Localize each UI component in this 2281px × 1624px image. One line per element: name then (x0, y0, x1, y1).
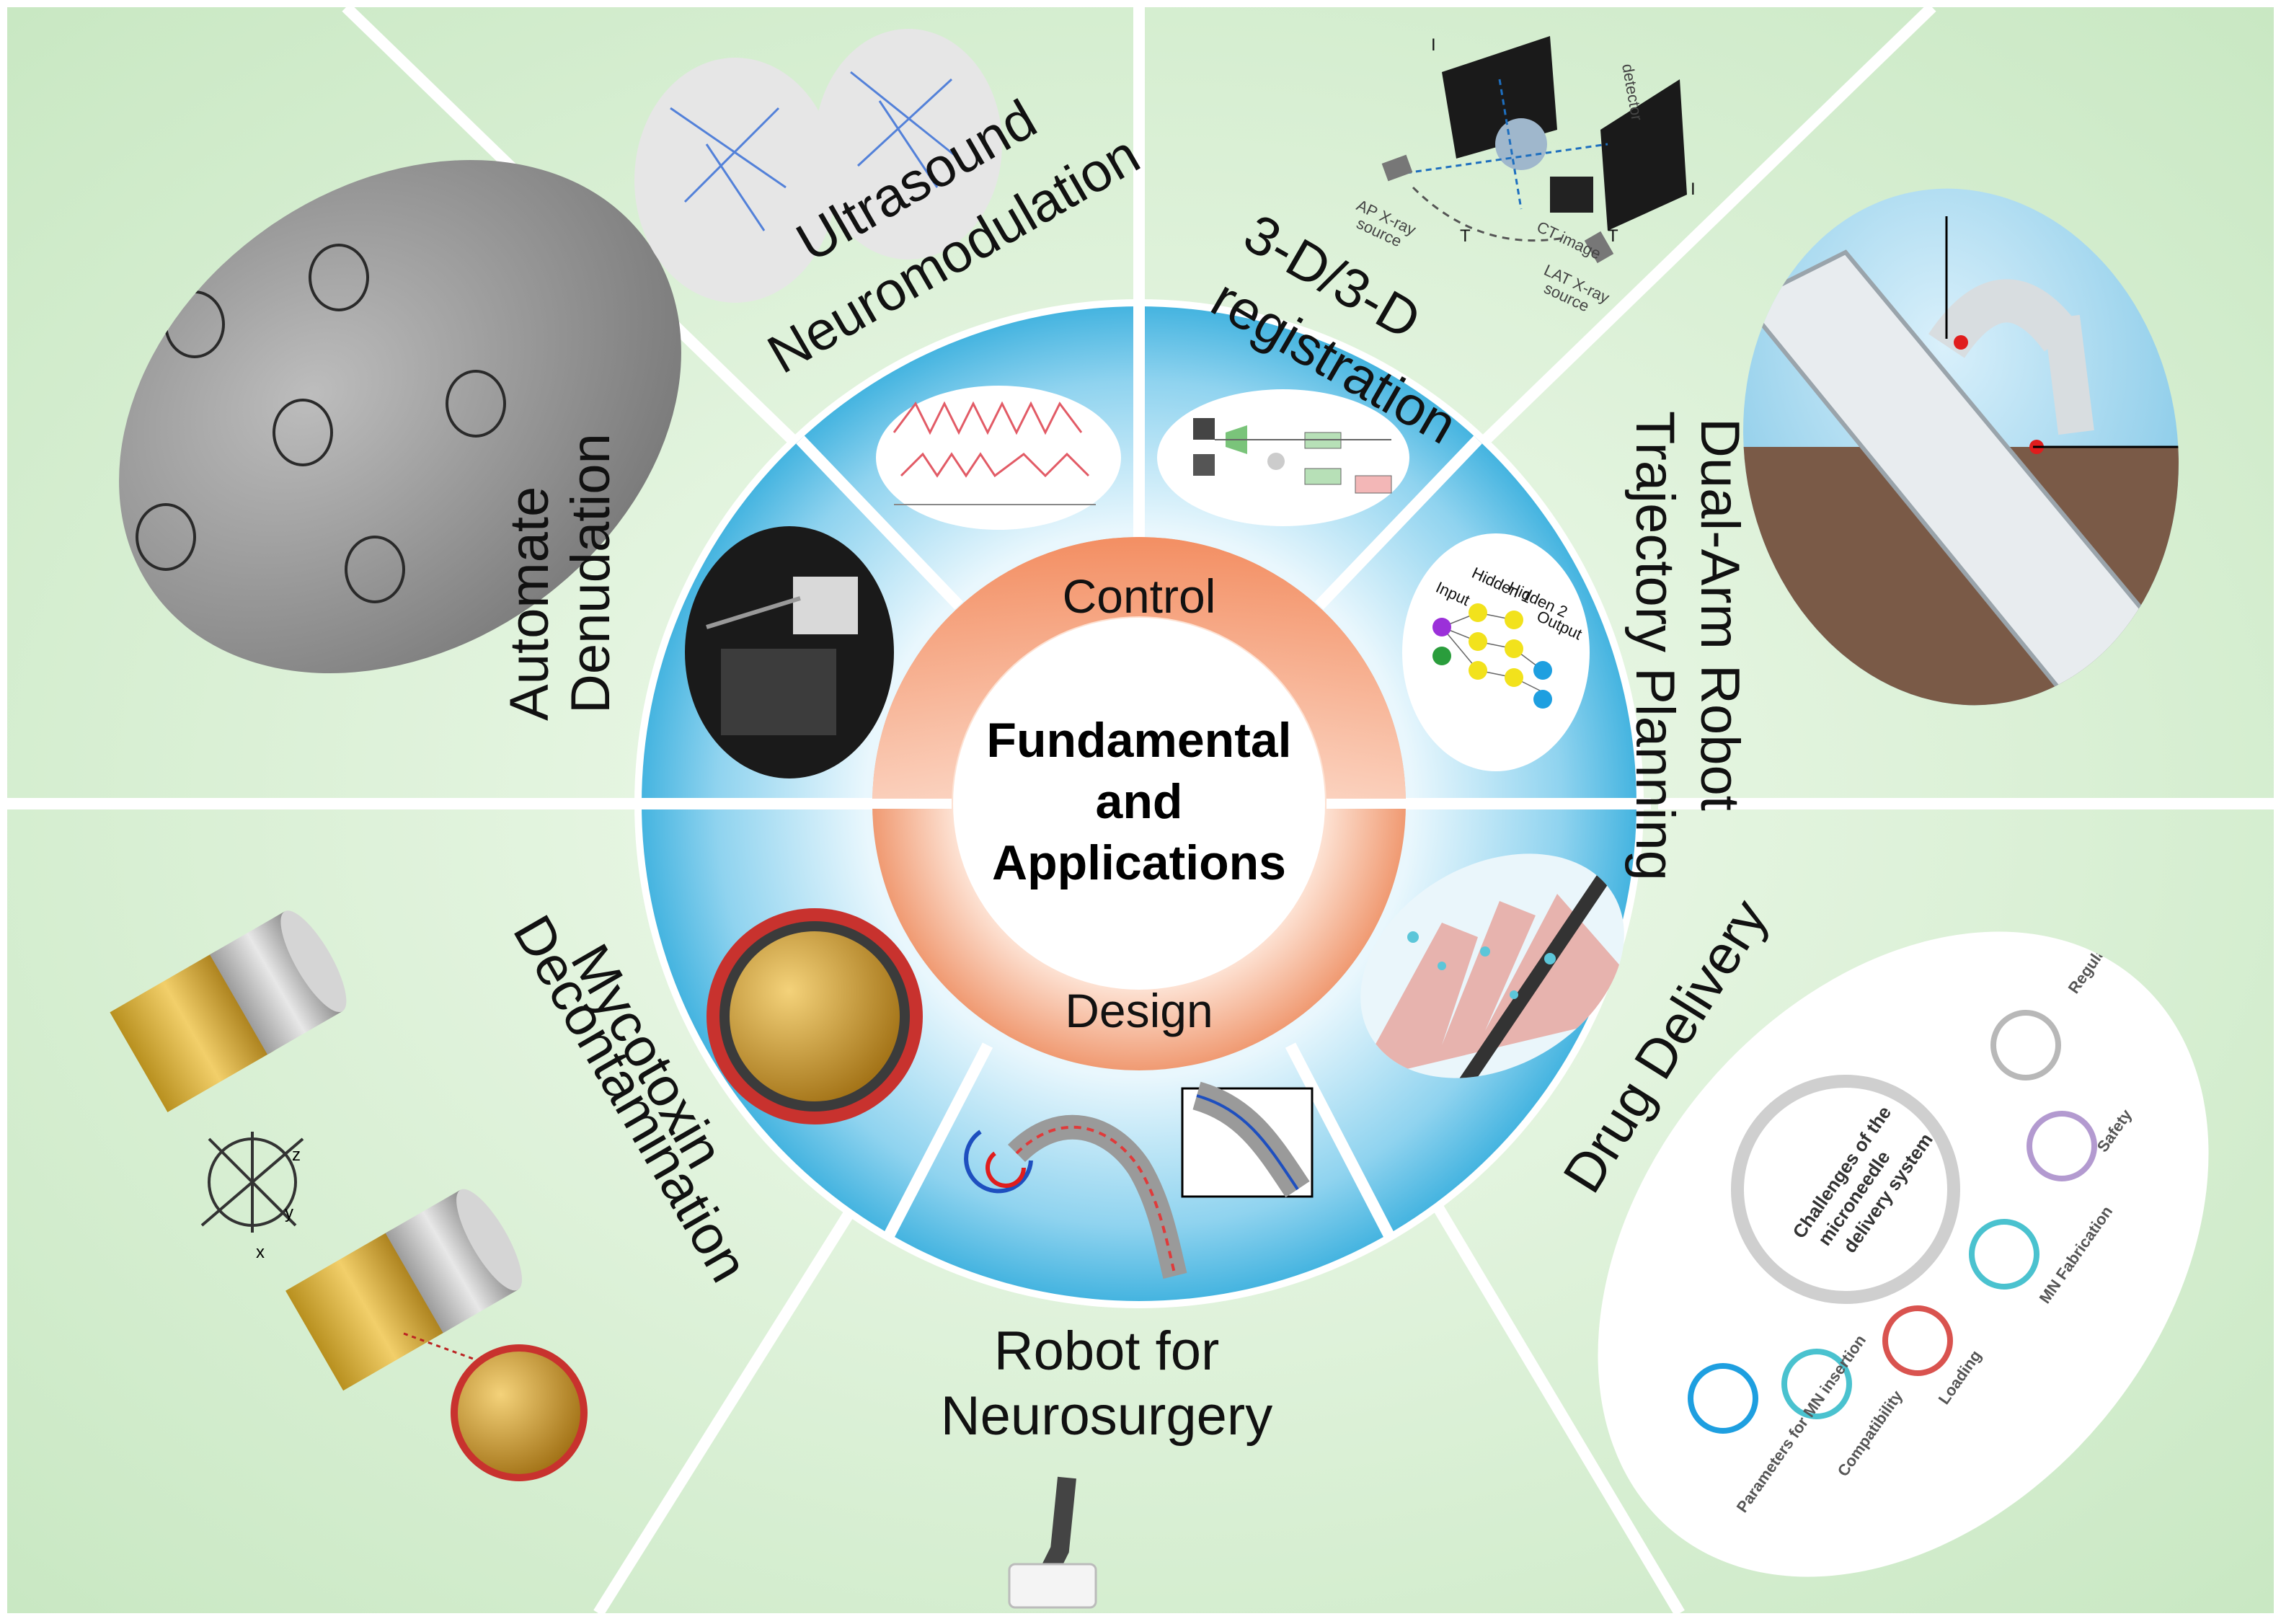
robot-base (1008, 1563, 1097, 1609)
thumb-skin-microneedle (1355, 846, 1658, 1122)
i-lat-label: I (1431, 35, 1436, 55)
i-ap-label: I (1691, 179, 1696, 199)
brain-left (634, 58, 836, 303)
center-title-line-2: and (1096, 774, 1183, 829)
center-title-line-3: Applications (992, 835, 1286, 890)
panel-dividers (7, 3, 2274, 1617)
axes-compass: z y x (200, 1132, 304, 1262)
transform-label: T (1608, 226, 1618, 246)
axis-z: z (292, 1145, 301, 1165)
ring-dividers (627, 306, 1651, 1243)
thumb-neural-network: Input Hidden 1 Hidden 2 Output (1402, 533, 1590, 771)
denudation-title-line-1: Automate (499, 487, 560, 721)
thumb-flowchart (1157, 389, 1409, 526)
panel-dual-arm-robot: Dual-Arm Robot Trajectory Planning (1624, 188, 2219, 881)
neurosurgery-title-line-1: Robot for (994, 1321, 1220, 1382)
t-lat-label: T (1460, 226, 1471, 246)
center-circle (953, 618, 1325, 990)
head-model (1495, 118, 1547, 170)
cylinder-bottom (285, 1189, 523, 1391)
orange-ring-top (872, 537, 1406, 804)
axis-x: x (256, 1243, 265, 1262)
thumb-lab-photo (685, 526, 894, 778)
denudation-title-line-2: Denudation (560, 433, 621, 714)
design-label: Design (1065, 984, 1213, 1037)
thumb-nanoparticle (707, 908, 923, 1124)
challenges-circle (1731, 1075, 1960, 1304)
dual-arm-title-line-2: Trajectory Planning (1624, 411, 1686, 881)
panel-neurosurgery: Robot for Neurosurgery (941, 1321, 1272, 1609)
robot-arm-right (2044, 314, 2094, 435)
neurosurgery-title-line-2: Neurosurgery (941, 1385, 1272, 1447)
cylinder-top (110, 910, 347, 1112)
center-title-line-1: Fundamental (986, 713, 1291, 768)
microscope-oval (119, 159, 681, 674)
thumb-continuum-robot (964, 1081, 1314, 1279)
dual-arm-title-line-1: Dual-Arm Robot (1689, 418, 1750, 811)
detector-ap (1600, 79, 1687, 231)
panel-automate-denudation: Automate Denudation (119, 159, 681, 721)
axis-y: y (285, 1203, 293, 1223)
control-label: Control (1063, 569, 1216, 623)
thumb-waveform (876, 386, 1121, 530)
